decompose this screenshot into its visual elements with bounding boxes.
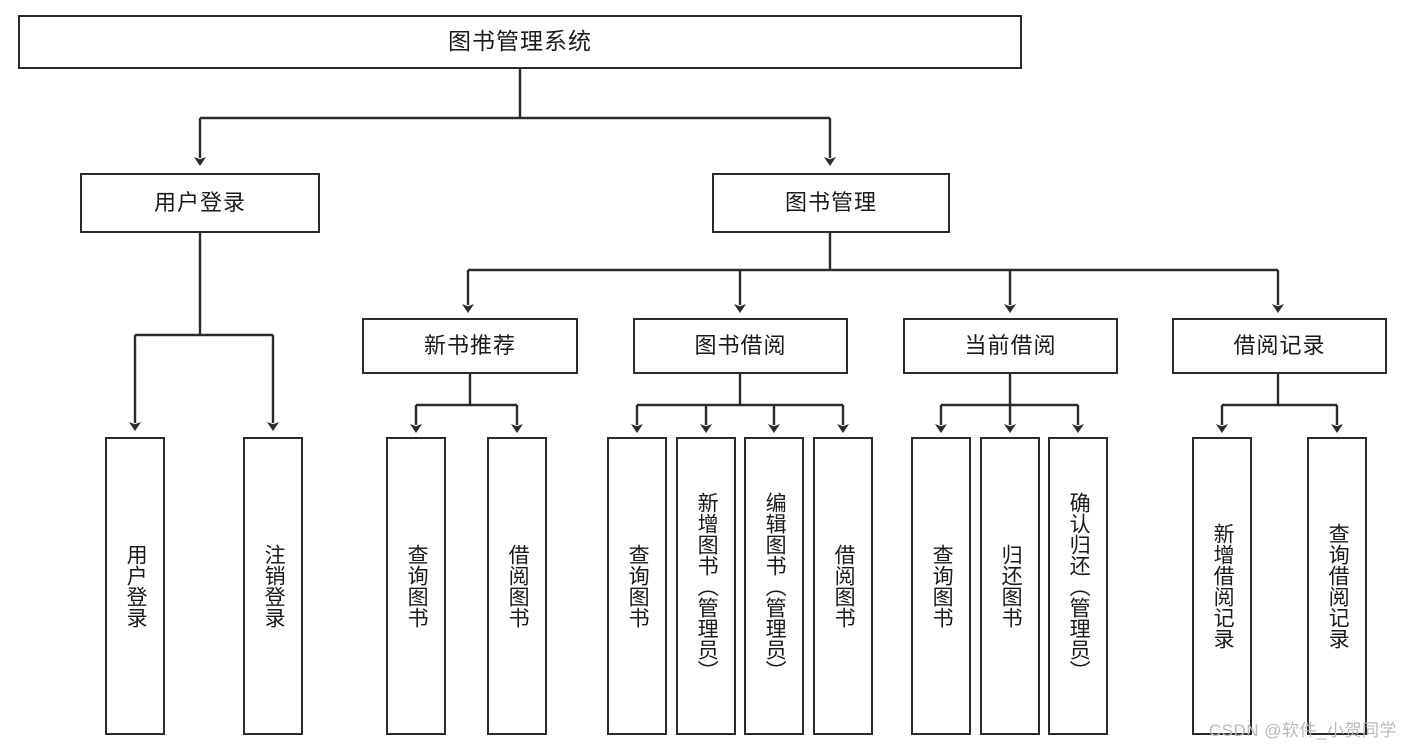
node-book-manage[interactable]: 图书管理 (712, 173, 950, 233)
node-leaf-user-login[interactable]: 用户登录 (105, 437, 165, 735)
node-leaf-query-record[interactable]: 查询借阅记录 (1307, 437, 1367, 735)
node-user-login[interactable]: 用户登录 (80, 173, 320, 233)
node-new-book-recommend[interactable]: 新书推荐 (362, 318, 578, 374)
node-leaf-borrow-book-2[interactable]: 借阅图书 (813, 437, 873, 735)
node-label: 当前借阅 (964, 332, 1057, 358)
node-label: 查询图书 (930, 544, 954, 628)
node-leaf-borrow-book-1[interactable]: 借阅图书 (487, 437, 547, 735)
node-label: 借阅图书 (506, 544, 530, 628)
node-label: 借阅图书 (832, 544, 856, 628)
node-leaf-query-book-2[interactable]: 查询图书 (607, 437, 667, 735)
node-label: 图书借阅 (694, 332, 787, 358)
node-label: 新增图书（管理员） (695, 491, 719, 681)
node-leaf-confirm-return[interactable]: 确认归还（管理员） (1048, 437, 1108, 735)
node-current-borrow[interactable]: 当前借阅 (903, 318, 1118, 374)
node-borrow-record[interactable]: 借阅记录 (1172, 318, 1387, 374)
watermark-text: CSDN @软件_小贺同学 (1208, 721, 1397, 740)
node-label: 新增借阅记录 (1211, 523, 1235, 649)
node-label: 用户登录 (124, 544, 148, 628)
node-label: 用户登录 (153, 189, 246, 215)
node-leaf-logout-login[interactable]: 注销登录 (243, 437, 303, 735)
node-label: 图书管理 (784, 189, 877, 215)
node-leaf-query-book-1[interactable]: 查询图书 (386, 437, 446, 735)
node-book-borrow[interactable]: 图书借阅 (633, 318, 848, 374)
node-root-system[interactable]: 图书管理系统 (18, 15, 1022, 69)
node-leaf-add-record[interactable]: 新增借阅记录 (1192, 437, 1252, 735)
node-label: 新书推荐 (423, 332, 516, 358)
node-label: 编辑图书（管理员） (763, 491, 787, 681)
node-label: 查询图书 (405, 544, 429, 628)
node-leaf-edit-book[interactable]: 编辑图书（管理员） (744, 437, 804, 735)
node-label: 借阅记录 (1233, 332, 1326, 358)
node-label: 查询借阅记录 (1326, 523, 1350, 649)
node-leaf-query-book-3[interactable]: 查询图书 (911, 437, 971, 735)
node-label: 查询图书 (626, 544, 650, 628)
node-leaf-return-book[interactable]: 归还图书 (980, 437, 1040, 735)
node-label: 确认归还（管理员） (1067, 491, 1091, 681)
node-leaf-add-book[interactable]: 新增图书（管理员） (676, 437, 736, 735)
node-label: 图书管理系统 (448, 28, 592, 55)
node-label: 归还图书 (999, 544, 1023, 628)
node-label: 注销登录 (262, 544, 286, 628)
